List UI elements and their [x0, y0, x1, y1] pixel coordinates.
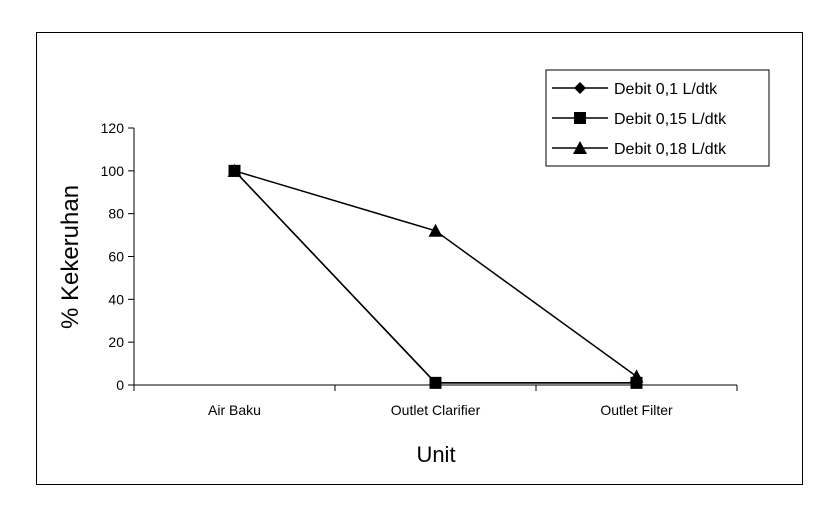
y-axis-title: % Kekeruhan [57, 185, 84, 329]
y-tick-label: 60 [108, 249, 124, 265]
legend-label: Debit 0,15 L/dtk [614, 111, 727, 128]
data-point-triangle [428, 223, 443, 237]
x-tick-label: Air Baku [208, 402, 261, 418]
x-tick-label: Outlet Clarifier [391, 402, 481, 418]
x-tick-label: Outlet Filter [600, 402, 673, 418]
data-point-triangle [227, 163, 242, 177]
y-tick-label: 80 [108, 206, 124, 222]
y-tick-label: 20 [108, 334, 124, 350]
legend-marker-square [574, 112, 586, 124]
series-markers [227, 163, 644, 389]
axes [128, 127, 738, 391]
legend-label: Debit 0,1 L/dtk [614, 81, 718, 98]
legend-marker-triangle [573, 141, 587, 154]
series-line-1 [233, 170, 637, 384]
series-lines [233, 170, 637, 384]
y-tick-label: 120 [101, 120, 125, 136]
series-line-3 [234, 170, 637, 378]
data-point-square [429, 376, 442, 389]
legend-marker-diamond [574, 82, 586, 94]
series-line-2 [233, 170, 637, 384]
y-tick-label: 100 [101, 163, 125, 179]
y-tick-label: 40 [108, 291, 124, 307]
data-point-triangle [629, 369, 644, 383]
legend-label: Debit 0,18 L/dtk [614, 141, 727, 158]
y-tick-label: 0 [116, 377, 124, 393]
x-axis-title: Unit [416, 442, 455, 467]
